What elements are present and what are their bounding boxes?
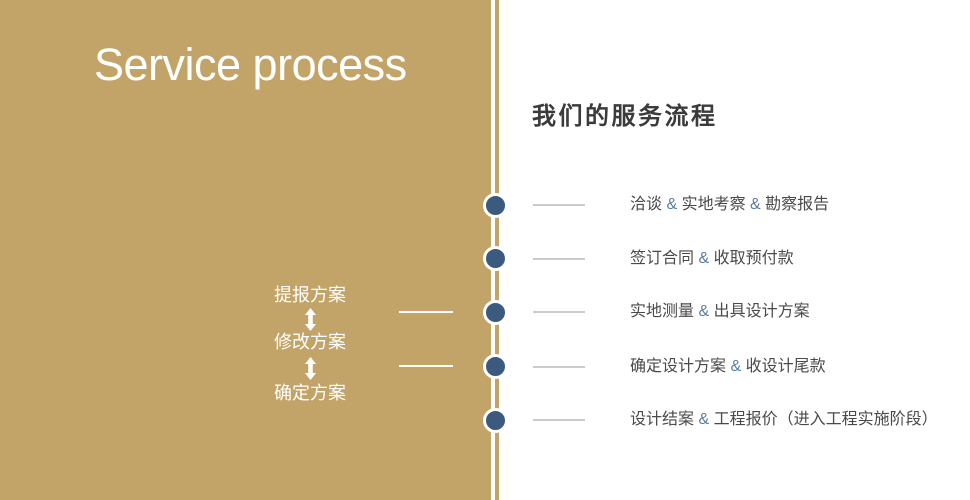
item-dash [533,365,585,368]
page-title: 我们的服务流程 [532,103,718,130]
process-item-text: 洽谈 & 实地考察 & 勘察报告 [630,196,830,213]
flow-step-2: 修改方案 [274,332,346,352]
item-dash [533,311,585,313]
ampersand: & [698,303,710,320]
double-vertical-arrow-icon [240,357,380,385]
service-process-title: Service process [94,39,407,90]
ampersand: & [698,411,710,428]
step-node-icon [483,407,508,433]
step-node-icon [483,354,508,379]
ampersand: & [666,196,678,213]
item-dash [533,257,585,260]
item-dash [533,419,585,421]
left-panel [0,0,491,500]
double-vertical-arrow-icon [240,308,380,336]
item-dash [533,204,585,206]
process-item-text: 签订合同 & 收取预付款 [630,249,794,267]
ampersand: & [698,249,710,267]
step-node-icon [483,299,508,325]
process-item-text: 确定设计方案 & 收设计尾款 [630,357,826,375]
ampersand: & [730,357,742,375]
connector-line-2 [399,365,453,367]
connector-line-1 [399,311,453,313]
process-item-text: 设计结案 & 工程报价（进入工程实施阶段） [630,411,938,428]
step-node-icon [483,246,508,271]
step-node-icon [483,192,508,218]
process-item-text: 实地测量 & 出具设计方案 [630,303,810,320]
ampersand: & [750,196,761,213]
flow-step-3: 确定方案 [274,383,346,403]
flow-step-1: 提报方案 [274,285,346,305]
